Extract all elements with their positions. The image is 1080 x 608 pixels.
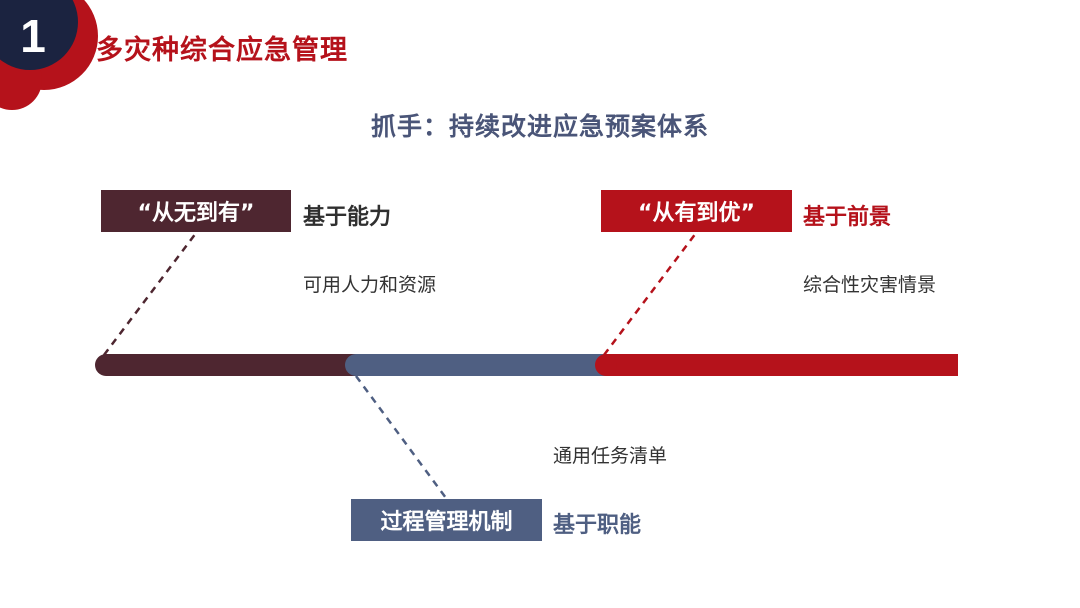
stage-box-optimize: “从有到优”: [601, 190, 792, 232]
connector-right: [603, 232, 697, 356]
stage-basis-start: 基于能力: [303, 205, 392, 230]
section-number: 1: [20, 10, 46, 62]
slide-title: 多灾种综合应急管理: [96, 35, 348, 66]
stage-basis-optimize: 基于前景: [803, 205, 892, 230]
stage-note-process: 通用任务清单: [553, 445, 668, 467]
stage-box-process: 过程管理机制: [351, 499, 542, 541]
section-badge: 1: [0, 0, 98, 110]
timeline-joint: [595, 354, 617, 376]
connector-bottom: [354, 375, 448, 499]
badge-navy-circle: [0, 0, 78, 70]
connector-left: [103, 232, 197, 356]
timeline-segment-3: [606, 354, 958, 376]
stage-note-optimize: 综合性灾害情景: [803, 274, 937, 296]
stage-note-start: 可用人力和资源: [303, 274, 437, 296]
stage-box-start: “从无到有”: [101, 190, 291, 232]
stage-basis-process: 基于职能: [553, 513, 642, 538]
slide-subtitle: 抓手：持续改进应急预案体系: [370, 112, 709, 141]
